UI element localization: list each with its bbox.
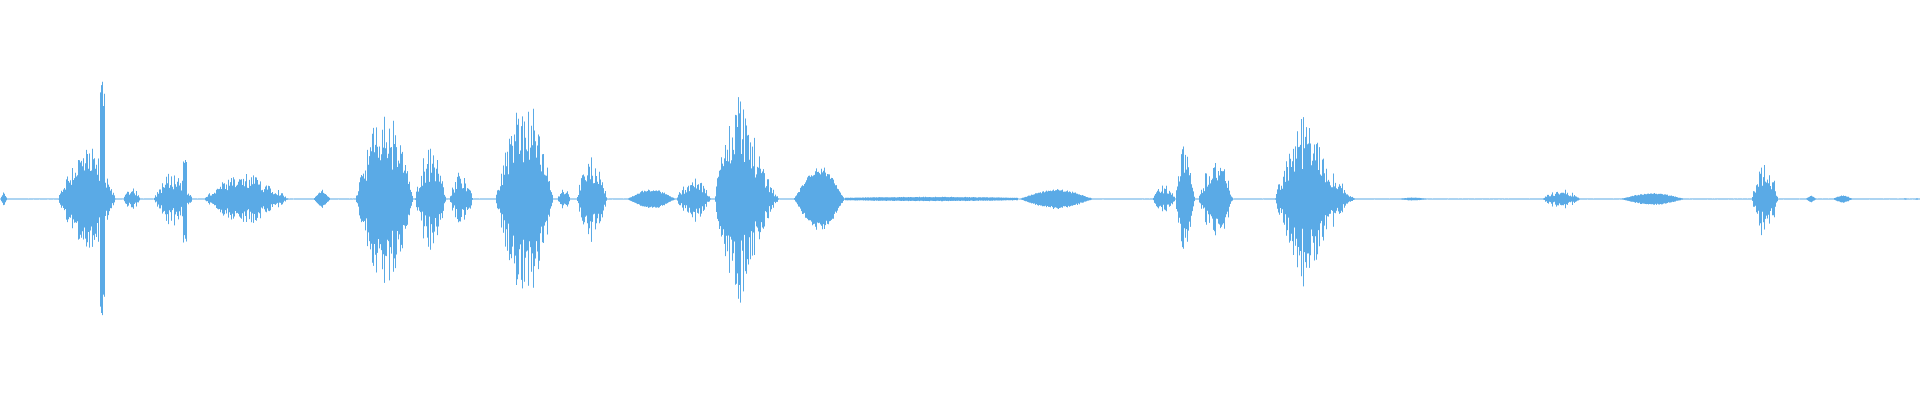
waveform-path	[0, 81, 1920, 316]
